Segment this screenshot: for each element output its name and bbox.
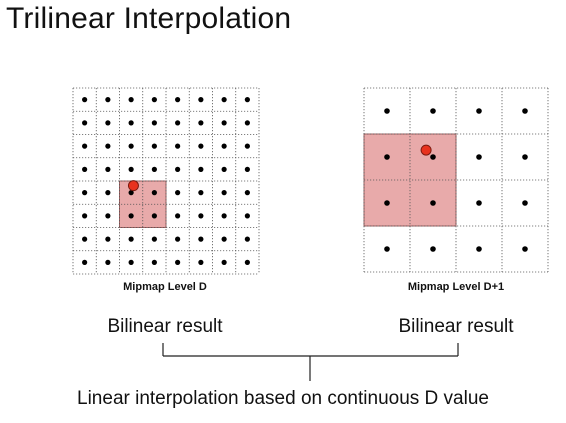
texel-dot: [128, 97, 134, 103]
mipmap-level-d1-grid: [363, 87, 549, 273]
texel-dot: [82, 166, 88, 172]
texel-dot: [105, 143, 111, 149]
texel-dot: [175, 166, 181, 172]
texel-dot: [105, 166, 111, 172]
texel-dot: [522, 200, 528, 206]
texel-dot: [105, 259, 111, 265]
texel-dot: [105, 236, 111, 242]
texel-dot: [105, 190, 111, 196]
texel-dot: [151, 97, 157, 103]
bilinear-result-left: Bilinear result: [107, 316, 223, 337]
texel-dot: [128, 166, 134, 172]
linear-interpolation-label: Linear interpolation based on continuous…: [77, 388, 489, 409]
texel-dot: [151, 120, 157, 126]
texel-dot: [128, 213, 134, 219]
texel-dot: [128, 120, 134, 126]
texel-dot: [244, 166, 250, 172]
texel-dot: [198, 190, 204, 196]
texel-dot: [105, 120, 111, 126]
sample-point: [127, 180, 139, 192]
texel-dot: [82, 236, 88, 242]
texel-dot: [151, 236, 157, 242]
texel-dot: [82, 190, 88, 196]
texel-dot: [430, 200, 436, 206]
texel-dot: [430, 108, 436, 114]
texel-dot: [522, 154, 528, 160]
texel-dot: [221, 97, 227, 103]
combine-bracket: [162, 343, 459, 381]
diagram-title: Trilinear Interpolation: [6, 2, 292, 35]
texel-dot: [244, 236, 250, 242]
texel-dot: [430, 246, 436, 252]
texel-dot: [244, 213, 250, 219]
texel-dot: [128, 190, 134, 196]
texel-dot: [175, 97, 181, 103]
mipmap-level-d-caption: Mipmap Level D: [123, 281, 207, 293]
texel-dot: [128, 143, 134, 149]
texel-dot: [151, 166, 157, 172]
bilinear-result-right: Bilinear result: [398, 316, 514, 337]
texel-dot: [175, 190, 181, 196]
texel-dot: [244, 97, 250, 103]
texel-dot: [198, 143, 204, 149]
texel-dot: [105, 97, 111, 103]
texel-dot: [151, 259, 157, 265]
texel-dot: [151, 213, 157, 219]
texel-dot: [221, 236, 227, 242]
texel-dot: [221, 166, 227, 172]
texel-dot: [175, 143, 181, 149]
texel-dot: [244, 259, 250, 265]
texel-dot: [244, 143, 250, 149]
texel-dot: [384, 200, 390, 206]
texel-dot: [82, 97, 88, 103]
texel-dot: [198, 166, 204, 172]
texel-dot: [430, 154, 436, 160]
mipmap-level-d1-caption: Mipmap Level D+1: [407, 281, 505, 293]
texel-dot: [151, 190, 157, 196]
texel-dot: [221, 213, 227, 219]
texel-dot: [105, 213, 111, 219]
texel-dot: [384, 108, 390, 114]
texel-dot: [384, 154, 390, 160]
texel-dot: [221, 190, 227, 196]
mipmap-level-d-grid: [72, 87, 260, 275]
texel-dot: [244, 190, 250, 196]
texel-dot: [476, 108, 482, 114]
texel-dot: [82, 213, 88, 219]
texel-dot: [221, 259, 227, 265]
texel-dot: [82, 143, 88, 149]
texel-dot: [82, 259, 88, 265]
texel-dot: [175, 236, 181, 242]
texel-dot: [476, 154, 482, 160]
texel-dot: [198, 259, 204, 265]
texel-dot: [522, 246, 528, 252]
texel-dot: [522, 108, 528, 114]
sample-point: [420, 144, 432, 156]
texel-dot: [476, 200, 482, 206]
texel-dot: [175, 259, 181, 265]
texel-dot: [198, 97, 204, 103]
texel-dot: [175, 213, 181, 219]
texel-dot: [128, 236, 134, 242]
texel-dot: [198, 120, 204, 126]
texel-dot: [198, 213, 204, 219]
texel-dot: [151, 143, 157, 149]
texel-dot: [384, 246, 390, 252]
texel-dot: [82, 120, 88, 126]
texel-dot: [476, 246, 482, 252]
texel-dot: [221, 120, 227, 126]
texel-dot: [198, 236, 204, 242]
texel-dot: [175, 120, 181, 126]
texel-dot: [221, 143, 227, 149]
texel-dot: [244, 120, 250, 126]
texel-dot: [128, 259, 134, 265]
